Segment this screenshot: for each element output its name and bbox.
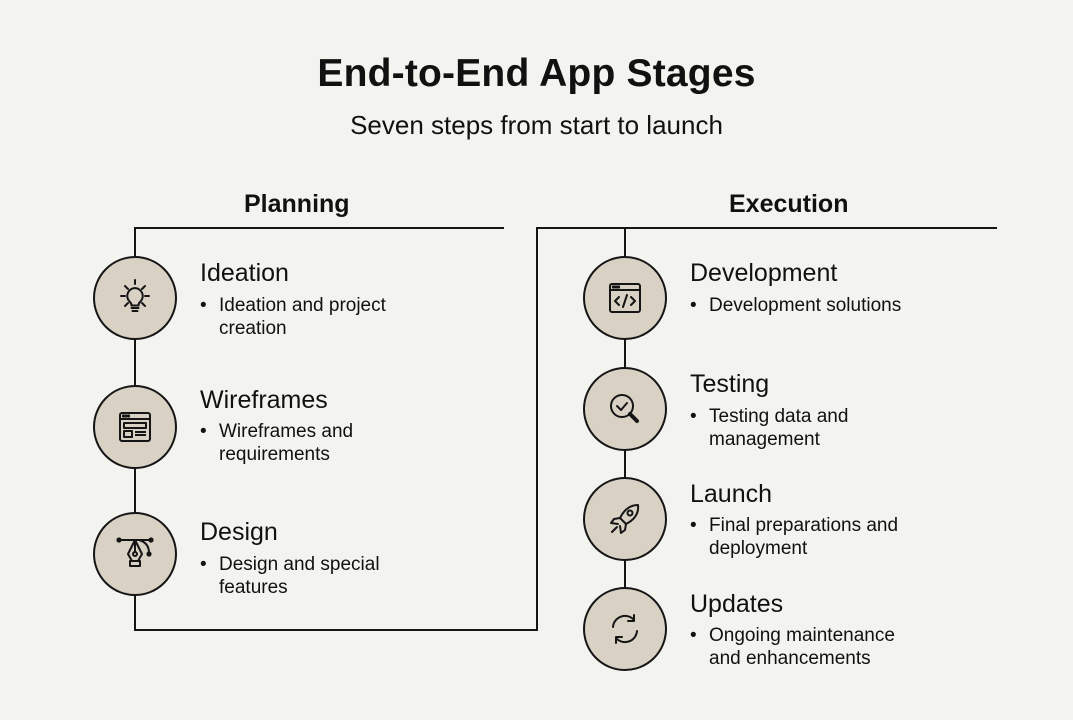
rocket-icon — [610, 504, 640, 534]
development-icon-circle — [583, 256, 667, 340]
step-title-design: Design — [200, 518, 278, 546]
planning-top-line — [134, 227, 504, 229]
code-window-icon — [609, 283, 641, 313]
section-title-planning: Planning — [244, 190, 350, 218]
page-title: End-to-End App Stages — [317, 52, 756, 95]
step-title-updates: Updates — [690, 590, 784, 618]
step-bullet-development: Development solutions — [690, 294, 901, 317]
section-title-execution: Execution — [729, 190, 849, 218]
ideation-icon-circle — [93, 256, 177, 340]
testing-icon-circle — [583, 367, 667, 451]
launch-icon-circle — [583, 477, 667, 561]
step-title-launch: Launch — [690, 480, 773, 508]
design-icon-circle — [93, 512, 177, 596]
bridge-line — [536, 227, 538, 631]
step-title-testing: Testing — [690, 370, 770, 398]
refresh-icon — [612, 614, 638, 644]
wireframe-icon — [119, 412, 151, 442]
planning-bottom-line — [134, 629, 538, 631]
step-title-wireframes: Wireframes — [200, 386, 328, 414]
step-title-development: Development — [690, 259, 838, 287]
updates-icon-circle — [583, 587, 667, 671]
step-title-ideation: Ideation — [200, 259, 289, 287]
execution-top-line — [536, 227, 997, 229]
magnifier-check-icon — [610, 394, 639, 423]
lightbulb-icon — [120, 279, 150, 312]
wireframes-icon-circle — [93, 385, 177, 469]
page-subtitle: Seven steps from start to launch — [350, 110, 723, 140]
pen-tool-icon — [116, 537, 154, 567]
